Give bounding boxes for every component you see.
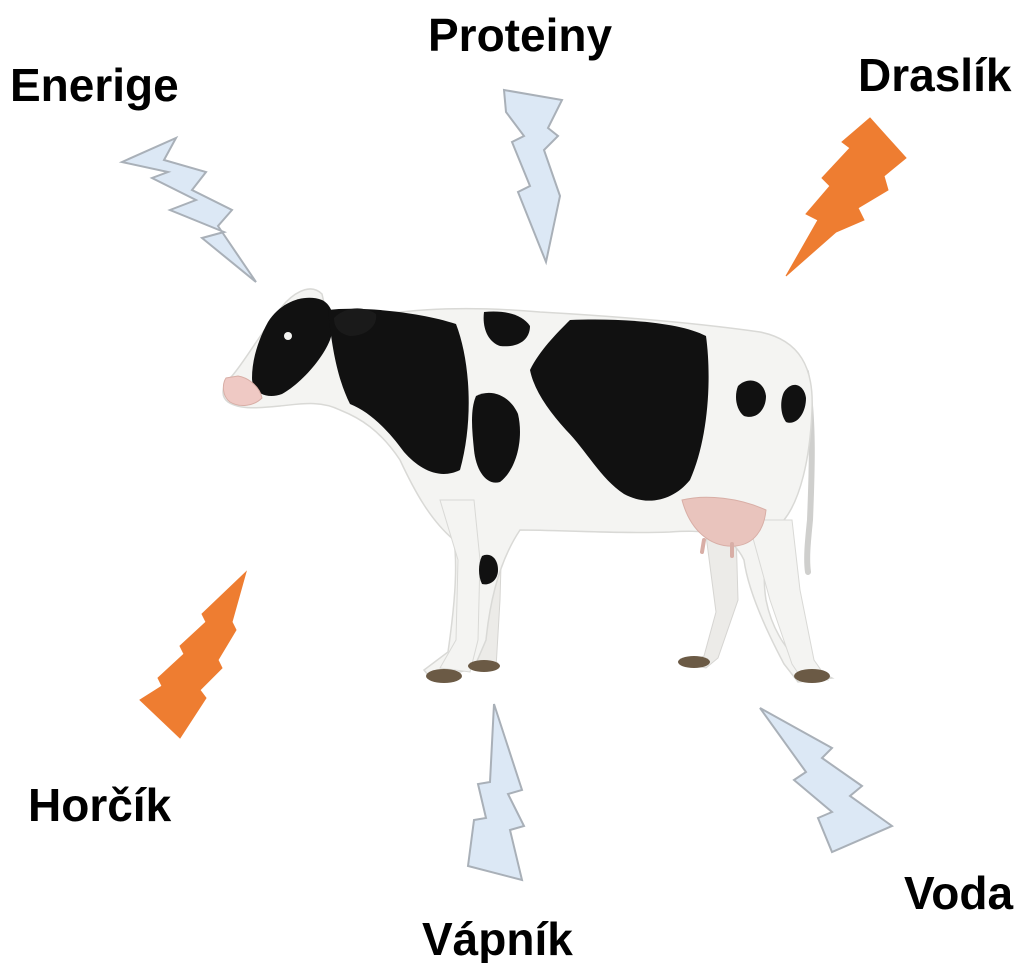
lightning-bolt-icon-energie [122,138,256,282]
lightning-bolt-icon-proteiny [504,90,562,262]
cow-eye [284,332,292,340]
label-draslik: Draslík [858,52,1011,98]
label-vapnik: Vápník [422,916,573,962]
label-horcik: Horčík [28,782,171,828]
label-voda: Voda [904,870,1013,916]
lightning-bolt-icon-horcik [140,572,246,738]
cow-udder [682,497,766,546]
cow-illustration [223,289,832,683]
lightning-bolt-icon-vapnik [468,704,524,880]
cow-hoof-front-near [426,669,462,683]
cow-hoof-front-far [468,660,500,672]
cow-hoof-rear-near [794,669,830,683]
cow-hoof-rear-far [678,656,710,668]
label-energie: Enerige [10,62,179,108]
lightning-bolt-icon-draslik [786,118,906,276]
lightning-bolt-icon-voda [760,708,892,852]
label-proteiny: Proteiny [428,12,612,58]
